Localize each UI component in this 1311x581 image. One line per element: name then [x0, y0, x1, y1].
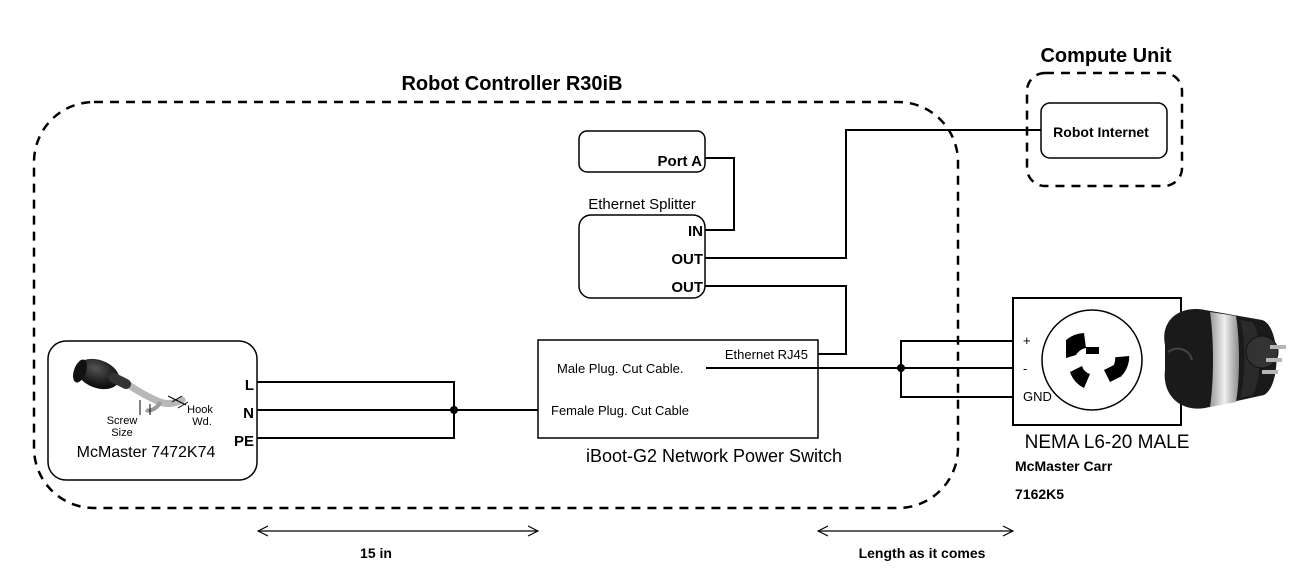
- junction-dot-left: [450, 406, 458, 414]
- compute-unit-title: Compute Unit: [1040, 45, 1171, 67]
- dimension-length-label: Length as it comes: [859, 545, 986, 561]
- robot-internet-label: Robot Internet: [1053, 124, 1149, 140]
- iboot-ethernet-label: Ethernet RJ45: [725, 347, 808, 362]
- screw-size-line2: Size: [111, 427, 132, 439]
- iboot-title: iBoot-G2 Network Power Switch: [586, 446, 842, 466]
- robot-controller-title: Robot Controller R30iB: [401, 73, 622, 95]
- nema-vendor: McMaster Carr: [1015, 458, 1113, 474]
- wires: [257, 129, 1041, 439]
- port-a-label: Port A: [658, 153, 703, 170]
- nema-pin-minus: -: [1023, 361, 1027, 376]
- dimension-15in-label: 15 in: [360, 545, 392, 561]
- nema-plug-icon: [1164, 309, 1286, 409]
- pin-l-label: L: [245, 377, 254, 394]
- nema-part: 7162K5: [1015, 486, 1064, 502]
- iboot-female-label: Female Plug. Cut Cable: [551, 403, 689, 418]
- iboot-box: [537, 339, 819, 439]
- splitter-in-label: IN: [688, 223, 703, 240]
- splitter-out2-label: OUT: [671, 279, 703, 296]
- nema-receptacle-face: [1041, 309, 1143, 411]
- junction-dot-right: [897, 364, 905, 372]
- nema-slots-icon: [1066, 333, 1130, 388]
- ethernet-splitter-box: [578, 214, 706, 299]
- ring-terminal-icon: [73, 358, 189, 415]
- hook-wd-line1: Hook: [187, 404, 213, 416]
- nema-pin-gnd: GND: [1023, 389, 1052, 404]
- pin-pe-label: PE: [234, 433, 254, 450]
- port-a-box: [578, 130, 706, 173]
- nema-pin-plus: +: [1023, 333, 1031, 348]
- robot-controller-enclosure: [32, 100, 960, 510]
- hook-wd-line2: Wd.: [192, 416, 212, 428]
- mcmaster-part-label: McMaster 7472K74: [77, 444, 216, 461]
- splitter-out1-label: OUT: [671, 251, 703, 268]
- screw-size-line1: Screw: [107, 415, 138, 427]
- nema-title: NEMA L6-20 MALE: [1025, 432, 1190, 453]
- ethernet-splitter-title: Ethernet Splitter: [588, 196, 696, 213]
- pin-n-label: N: [243, 405, 254, 422]
- iboot-male-label: Male Plug. Cut Cable.: [557, 361, 683, 376]
